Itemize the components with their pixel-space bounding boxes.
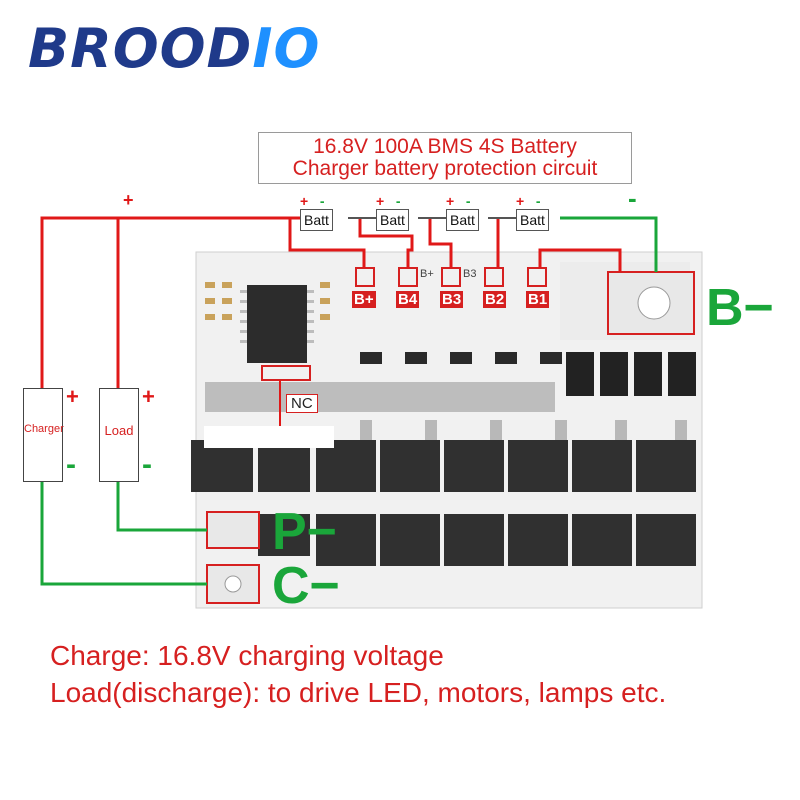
battery-3: + - Batt: [446, 193, 479, 231]
ic-pins: [240, 290, 314, 343]
load-label: Load: [104, 423, 134, 438]
b-minus-hole: [637, 286, 671, 320]
p-minus-pad: [206, 511, 260, 549]
pad-label-b-plus: B+: [352, 291, 376, 308]
battery-1-minus: -: [319, 193, 325, 209]
battery-1-plus: +: [300, 193, 309, 209]
battery-1: + - Batt: [300, 193, 333, 231]
board-label-cover: [204, 426, 334, 448]
pad-label-b1: B1: [526, 291, 550, 308]
negative-wiring: [40, 216, 658, 586]
c-minus-hole: [224, 575, 242, 593]
terminal-label-c-minus: C−: [272, 557, 340, 615]
battery-2: + - Batt: [376, 193, 409, 231]
mosfet-tabs-top: [360, 420, 687, 440]
charger-minus: -: [66, 448, 76, 481]
battery-2-plus: +: [376, 193, 385, 209]
top-plus-sign: +: [123, 190, 134, 210]
terminal-label-p-minus: P−: [272, 503, 338, 561]
nc-label: NC: [286, 394, 318, 413]
charger-box: Charger: [23, 388, 64, 482]
silk-b-plus: B+: [420, 268, 434, 280]
diagram-title-box: 16.8V 100A BMS 4S Battery Charger batter…: [258, 132, 632, 184]
mosfet-row-top: [191, 440, 696, 492]
transistor-row: [360, 352, 562, 364]
charger-plus: +: [66, 384, 79, 409]
battery-3-label: Batt: [446, 209, 479, 231]
nc-pad: [261, 365, 311, 381]
control-ic: [247, 285, 307, 363]
battery-2-label: Batt: [376, 209, 409, 231]
charger-label: Charger: [24, 423, 64, 435]
top-minus-sign: -: [628, 183, 637, 213]
pad-label-b2: B2: [483, 291, 507, 308]
mosfet-row-bottom: [258, 514, 696, 566]
terminal-label-b-minus: B−: [706, 279, 774, 337]
pcb-strip: [205, 382, 555, 412]
caption-charge: Charge: 16.8V charging voltage: [50, 640, 444, 671]
load-box: Load: [99, 388, 139, 482]
diagram-title-line2: Charger battery protection circuit: [292, 157, 598, 181]
pad-label-b4: B4: [396, 291, 420, 308]
sense-resistors: [566, 352, 696, 396]
load-plus: +: [142, 384, 155, 409]
battery-4-minus: -: [535, 193, 541, 209]
brand-logo: BROODIO: [28, 22, 320, 76]
battery-3-minus: -: [465, 193, 471, 209]
battery-2-minus: -: [395, 193, 401, 209]
silk-b3: B3: [463, 268, 477, 280]
battery-4-label: Batt: [516, 209, 549, 231]
load-minus: -: [142, 448, 152, 481]
brand-name-part2: IO: [252, 17, 321, 80]
battery-4: + - Batt: [516, 193, 549, 231]
battery-3-plus: +: [446, 193, 455, 209]
diagram-title-line1: 16.8V 100A BMS 4S Battery: [313, 135, 577, 158]
positive-wiring: [40, 216, 622, 390]
caption-load: Load(discharge): to drive LED, motors, l…: [50, 677, 667, 708]
battery-1-label: Batt: [300, 209, 333, 231]
battery-4-plus: +: [516, 193, 525, 209]
pad-label-b3: B3: [440, 291, 464, 308]
brand-name-part1: BROOD: [28, 17, 253, 80]
smd-components-left: [205, 282, 330, 320]
